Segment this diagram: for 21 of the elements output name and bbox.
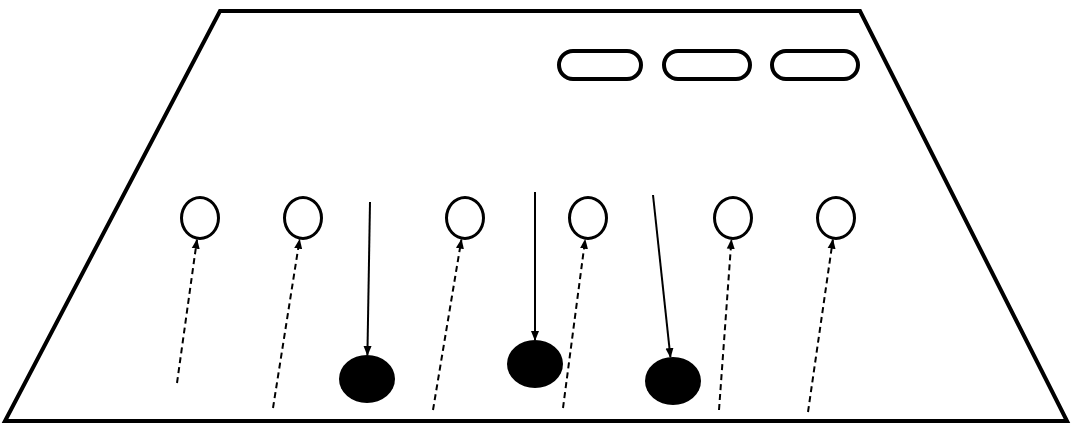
- player-circle: [445, 196, 485, 240]
- dashed-arrow: [176, 238, 200, 384]
- dashed-arrow: [807, 238, 836, 413]
- ball-dot: [645, 357, 701, 405]
- cone-marker: [770, 49, 860, 81]
- player-circle: [713, 196, 753, 240]
- ball-dot: [339, 355, 395, 403]
- dashed-arrow: [718, 238, 735, 411]
- ball-dot: [507, 340, 563, 388]
- arrow: [652, 194, 674, 359]
- cone-marker: [557, 49, 643, 81]
- arrow: [531, 191, 539, 341]
- cone-marker: [662, 49, 752, 81]
- player-circle: [180, 196, 220, 240]
- player-circle: [283, 196, 323, 240]
- player-circle: [816, 196, 856, 240]
- arrow: [363, 201, 372, 356]
- dashed-arrow: [272, 238, 303, 409]
- dashed-arrow: [562, 238, 588, 409]
- dashed-arrow: [432, 238, 464, 411]
- player-circle: [568, 196, 608, 240]
